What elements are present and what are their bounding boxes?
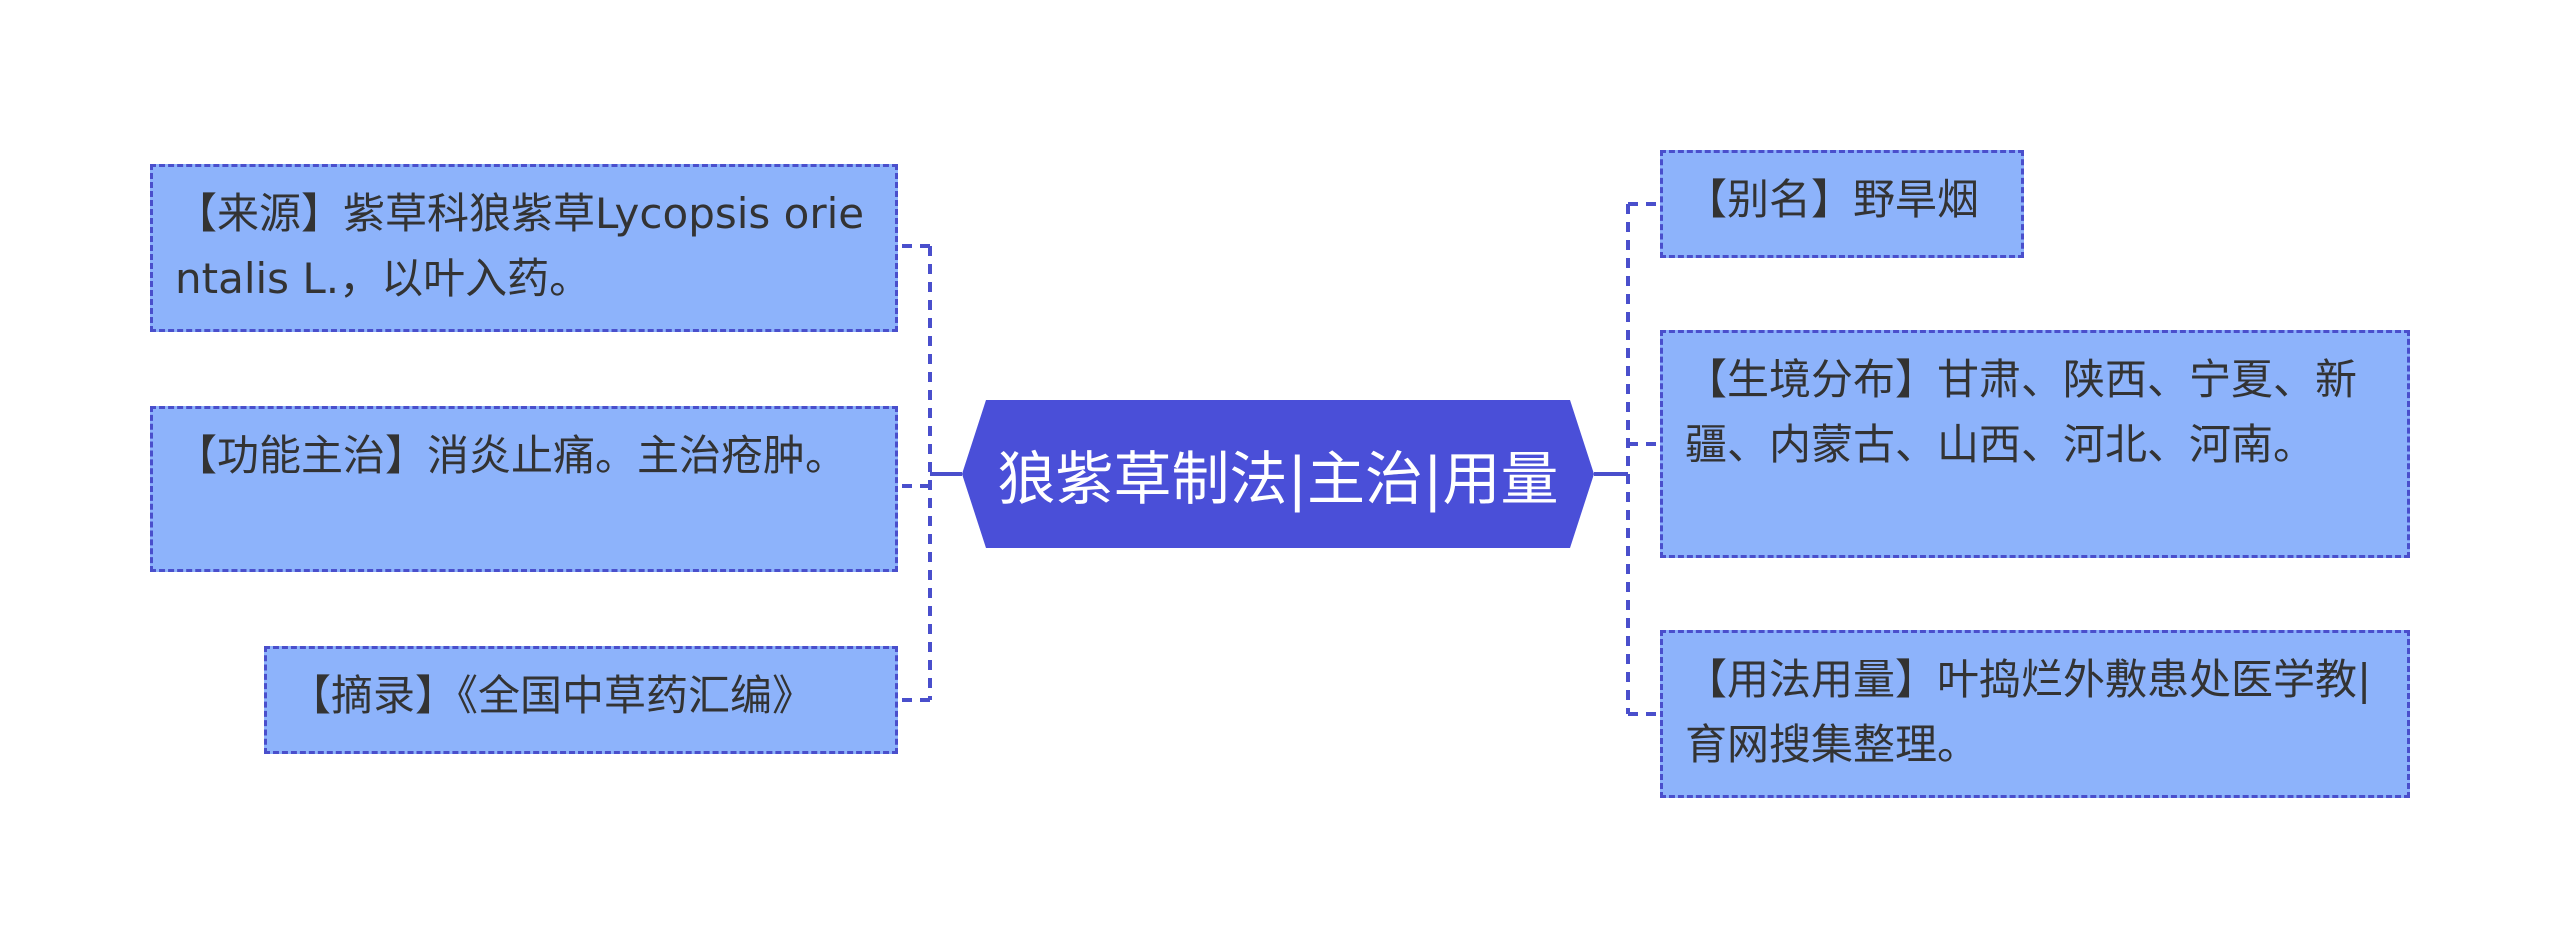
node-excerpt[interactable]: 【摘录】《全国中草药汇编》	[264, 646, 898, 754]
node-usage-text: 【用法用量】叶捣烂外敷患处医学教|育网搜集整理。	[1685, 655, 2372, 770]
node-habitat-text: 【生境分布】甘肃、陕西、宁夏、新疆、内蒙古、山西、河北、河南。	[1685, 355, 2358, 470]
central-topic-shape	[962, 400, 1594, 548]
node-source-text: 【来源】紫草科狼紫草Lycopsis orientalis L.，以叶入药。	[175, 189, 865, 304]
node-usage[interactable]: 【用法用量】叶捣烂外敷患处医学教|育网搜集整理。	[1660, 630, 2410, 798]
node-source[interactable]: 【来源】紫草科狼紫草Lycopsis orientalis L.，以叶入药。	[150, 164, 898, 332]
node-function[interactable]: 【功能主治】消炎止痛。主治疮肿。	[150, 406, 898, 572]
central-topic[interactable]: 狼紫草制法|主治|用量	[962, 400, 1594, 548]
node-alias[interactable]: 【别名】野旱烟	[1660, 150, 2024, 258]
node-excerpt-text: 【摘录】《全国中草药汇编》	[289, 671, 815, 720]
node-function-text: 【功能主治】消炎止痛。主治疮肿。	[175, 431, 848, 480]
node-alias-text: 【别名】野旱烟	[1685, 175, 1980, 224]
central-topic-label: 狼紫草制法|主治|用量	[997, 445, 1559, 513]
node-habitat[interactable]: 【生境分布】甘肃、陕西、宁夏、新疆、内蒙古、山西、河北、河南。	[1660, 330, 2410, 558]
